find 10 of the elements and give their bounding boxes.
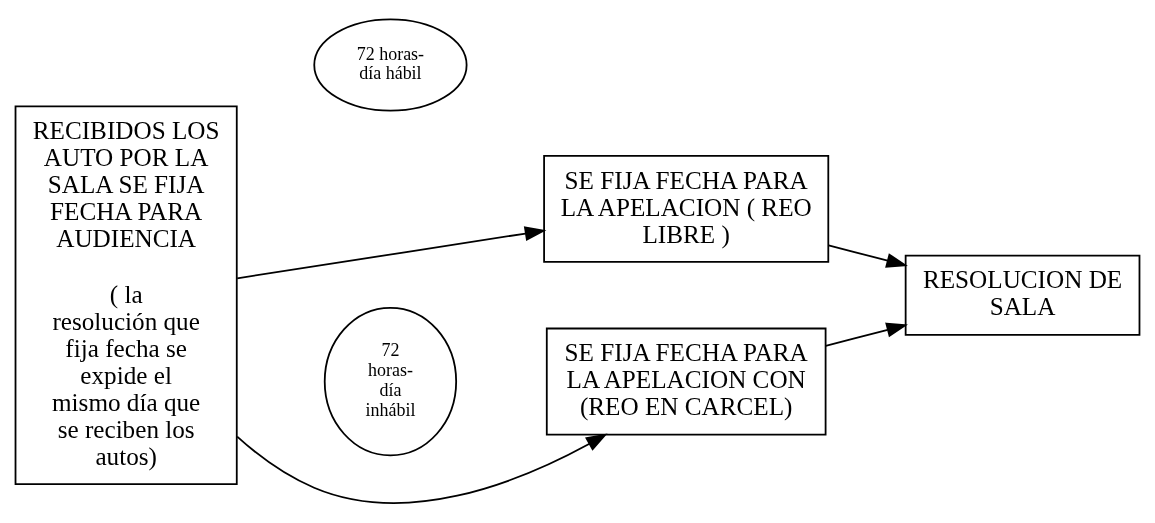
node-box: SE FIJA FECHA PARA LA APELACION CON (REO EN CARCEL) xyxy=(545,327,827,436)
node-ellipse: 72 horas- día hábil xyxy=(313,18,468,112)
node-ellipse: 72 horas- día inhábil xyxy=(323,306,458,457)
arrow xyxy=(236,226,547,280)
arrow xyxy=(824,322,908,347)
node-box: RECIBIDOS LOS AUTO POR LA SALA SE FIJA FECHA PARA AUDIENCIA ( la resolución que fija fecha se expide el mismo día que se reciben los autos) xyxy=(14,105,238,485)
arrow xyxy=(236,433,608,504)
arrow xyxy=(827,244,908,268)
node-box: RESOLUCION DE SALA xyxy=(904,254,1141,336)
node-box: SE FIJA FECHA PARA LA APELACION ( REO LIBRE ) xyxy=(543,154,830,263)
